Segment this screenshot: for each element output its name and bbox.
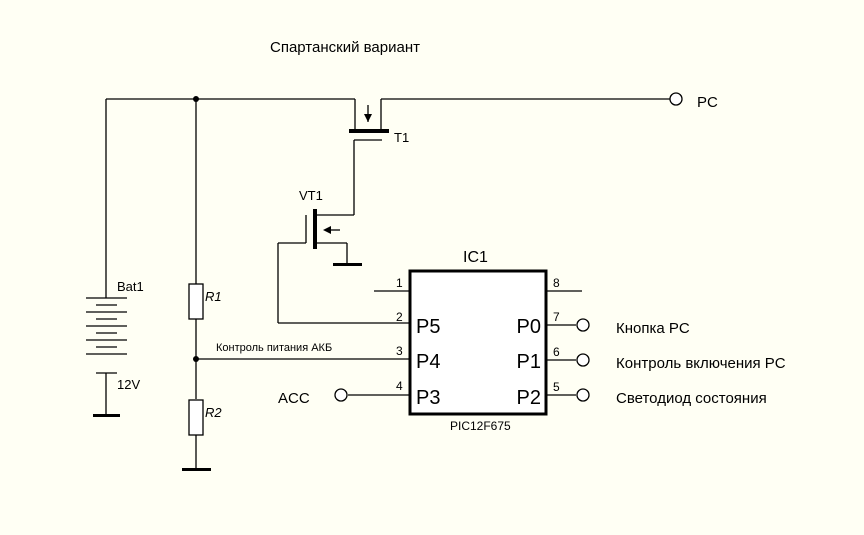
junction-divider [193,356,199,362]
pin-p0-name: P0 [517,316,541,338]
terminal-pc[interactable] [669,92,683,106]
vt1-arrow-head [323,226,331,234]
pin-5-number: 5 [553,380,560,394]
pin-p4-name: P4 [416,351,440,373]
resistor-r2[interactable] [188,399,204,436]
pin-1-number: 1 [396,276,403,290]
battery-ref-label: Bat1 [117,279,144,294]
r1-ref-label: R1 [205,289,222,304]
terminal-status-led-label: Светодиод состояния [616,390,767,407]
resistor-r1[interactable] [188,283,204,320]
ic1-body[interactable] [408,269,548,416]
r2-ref-label: R2 [205,405,222,420]
ic1-part-label: PIC12F675 [450,419,511,433]
terminal-pc-power-sense[interactable] [576,353,590,367]
t1-channel [349,129,389,133]
t1-ref-label: T1 [394,130,409,145]
battery-symbol [86,297,127,374]
ic1-ref-label: IC1 [463,249,488,266]
vt1-ref-label: VT1 [299,188,323,203]
terminal-pc-label: PC [697,94,718,111]
ground-vt1 [333,263,362,266]
pin-p5-name: P5 [416,316,440,338]
pin-3-number: 3 [396,344,403,358]
pin-p3-name: P3 [416,387,440,409]
vt1-channel [313,209,317,249]
t1-arrow-head [364,114,372,122]
terminal-status-led[interactable] [576,388,590,402]
terminal-pc-power-sense-label: Контроль включения PC [616,355,786,372]
pin-4-number: 4 [396,379,403,393]
terminal-pc-button-label: Кнопка PC [616,320,690,337]
pin-p1-name: P1 [517,351,541,373]
pin-p2-name: P2 [517,387,541,409]
pin-7-number: 7 [553,310,560,324]
junction-top [193,96,199,102]
ground-battery [93,414,120,417]
diagram-title: Спартанский вариант [270,39,420,56]
terminal-acc-label: ACC [278,390,310,407]
battery-monitor-net-label: Контроль питания АКБ [216,342,332,354]
terminal-acc[interactable] [334,388,348,402]
pin-8-number: 8 [553,276,560,290]
terminal-pc-button[interactable] [576,318,590,332]
battery-value-label: 12V [117,377,140,392]
pin-2-number: 2 [396,310,403,324]
pin-6-number: 6 [553,345,560,359]
ground-r2 [182,468,211,471]
